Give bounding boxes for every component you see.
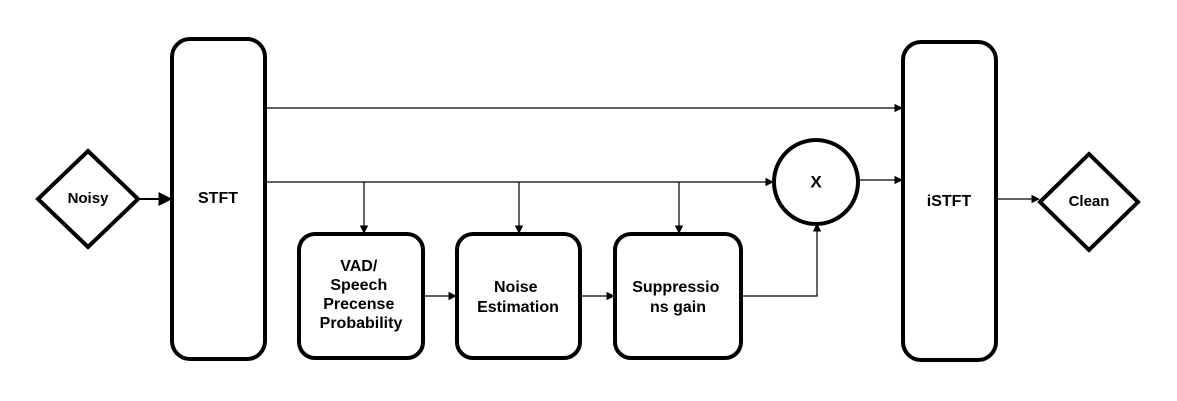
connectors	[138, 103, 1040, 301]
istft-label: iSTFT	[927, 193, 972, 210]
suppression-gain-label-line-1: Suppressio	[632, 279, 719, 296]
multiply-label: X	[810, 172, 822, 191]
suppression-gain-block: Suppressio ns gain	[613, 232, 743, 360]
noisy-node: Noisy	[35, 148, 141, 250]
istft-block: iSTFT	[901, 40, 998, 362]
vad-label: VAD/ Speech Precense Probability	[320, 258, 403, 332]
noisy-label: Noisy	[68, 190, 110, 207]
suppression-gain-label-line-2: ns gain	[650, 299, 706, 316]
vad-label-line-4: Probability	[320, 315, 403, 332]
clean-label: Clean	[1069, 193, 1110, 210]
noise-estimation-label: Noise Estimation	[477, 279, 559, 316]
stft-label: STFT	[198, 190, 238, 207]
suppression-gain-to-multiply-arrow	[741, 223, 822, 297]
noise-estimation-label-line-1: Noise	[494, 279, 538, 296]
vad-block: VAD/ Speech Precense Probability	[297, 232, 425, 360]
clean-node: Clean	[1037, 151, 1141, 253]
suppression-gain-label: Suppressio ns gain	[632, 279, 724, 316]
stft-block: STFT	[170, 37, 267, 361]
multiply-node: X	[772, 138, 860, 226]
vad-label-line-1: VAD/	[340, 258, 378, 275]
vad-label-line-2: Speech	[330, 277, 387, 294]
noise-estimation-label-line-2: Estimation	[477, 299, 559, 316]
vad-label-line-3: Precense	[323, 296, 394, 313]
noise-estimation-block: Noise Estimation	[455, 232, 582, 360]
